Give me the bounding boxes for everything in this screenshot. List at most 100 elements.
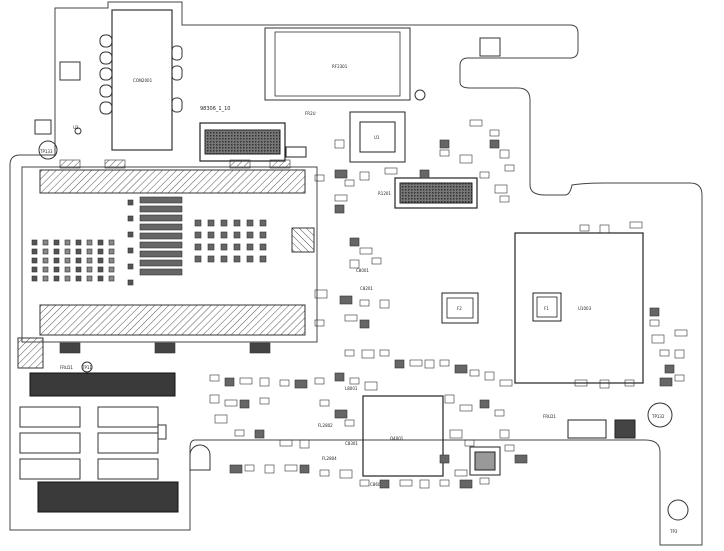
smd-component: [299, 439, 310, 449]
smd-component: [454, 469, 468, 477]
smd-component: [469, 119, 483, 127]
smd-component: [246, 243, 254, 251]
smd-component: [579, 224, 590, 232]
smd-component: [359, 299, 370, 307]
board-label-top: RF2301: [332, 64, 348, 69]
smd-component: [97, 239, 104, 246]
smd-component: [339, 295, 353, 305]
smd-component: [127, 263, 134, 270]
smd-component: [53, 239, 60, 246]
component: [479, 37, 501, 57]
smd-component: [479, 477, 490, 485]
smd-component: [207, 243, 215, 251]
smd-component: [229, 464, 243, 474]
smd-component: [64, 275, 71, 282]
smd-component: [629, 221, 643, 229]
smd-component: [220, 255, 228, 263]
smd-component: [334, 169, 348, 179]
chip-u1: [349, 111, 406, 163]
smd-component: [259, 377, 270, 387]
smd-component: [86, 257, 93, 264]
smd-component: [233, 231, 241, 239]
smd-component: [344, 419, 355, 427]
sim-pad: [97, 406, 159, 428]
smd-component: [439, 454, 450, 464]
smd-component: [234, 429, 245, 437]
smd-component: [314, 289, 328, 299]
test-point-tp11: [81, 361, 93, 373]
chip-u1-label: U1: [374, 135, 380, 140]
tp132-label: TP132: [651, 414, 665, 419]
pad: [99, 101, 113, 115]
smd-component: [284, 464, 298, 472]
smd-component: [127, 279, 134, 286]
smd-component: [229, 159, 251, 169]
smd-component: [499, 149, 510, 159]
smd-component: [42, 248, 49, 255]
smd-component: [449, 429, 463, 439]
smd-component: [359, 171, 370, 181]
component: [34, 119, 52, 135]
smd-component: [419, 169, 430, 179]
pad: [171, 45, 183, 61]
smd-component: [239, 399, 250, 409]
smd-component: [659, 349, 670, 357]
smd-component: [139, 196, 183, 204]
smd-component: [574, 379, 588, 387]
smd-component: [53, 266, 60, 273]
smd-component: [319, 399, 330, 407]
label-fl2802: FL2802: [318, 423, 333, 428]
smd-component: [334, 194, 348, 202]
smd-component: [371, 257, 382, 265]
smd-component: [479, 399, 490, 409]
smd-component: [127, 247, 134, 254]
smd-component: [233, 219, 241, 227]
smd-component: [108, 257, 115, 264]
smd-component: [314, 319, 325, 327]
top-title: 98306_1_10: [200, 106, 230, 112]
smd-component: [264, 464, 275, 474]
smd-component: [139, 223, 183, 231]
smd-component: [514, 454, 528, 464]
smd-component: [75, 239, 82, 246]
smd-component: [127, 215, 134, 222]
smd-component: [86, 239, 93, 246]
camera-connector: [264, 27, 411, 101]
rf-connector-label: CON2001: [133, 78, 153, 83]
soc-label: U1003: [578, 306, 592, 311]
smd-component: [53, 257, 60, 264]
smd-component: [97, 266, 104, 273]
smd-component: [75, 248, 82, 255]
smd-component: [86, 248, 93, 255]
smd-component: [31, 266, 38, 273]
smd-component: [489, 139, 500, 149]
label-c8201: C8201: [360, 286, 373, 291]
smd-component: [42, 266, 49, 273]
smd-component: [86, 275, 93, 282]
label-c8601: C8601: [370, 482, 383, 487]
smd-component: [294, 379, 308, 389]
pad: [171, 97, 183, 113]
sim-pad: [97, 432, 159, 454]
smd-component: [649, 319, 660, 327]
smd-component: [64, 239, 71, 246]
smd-component: [664, 364, 675, 374]
smd-component: [75, 266, 82, 273]
smd-component: [259, 243, 267, 251]
pad-block: [17, 337, 44, 369]
tp133-label: TP133: [39, 149, 53, 154]
smd-component: [484, 371, 495, 381]
sim-pad: [19, 406, 81, 428]
via: [414, 89, 426, 101]
smd-component: [674, 374, 685, 382]
smd-component: [314, 377, 325, 385]
component: [614, 419, 636, 439]
smd-component: [394, 359, 405, 369]
pad: [171, 65, 183, 81]
smd-component: [104, 159, 126, 169]
chip-small: [469, 446, 501, 476]
smd-component: [651, 334, 665, 344]
smd-component: [207, 231, 215, 239]
board-label-mid: FR2U: [305, 111, 316, 116]
smd-component: [64, 266, 71, 273]
